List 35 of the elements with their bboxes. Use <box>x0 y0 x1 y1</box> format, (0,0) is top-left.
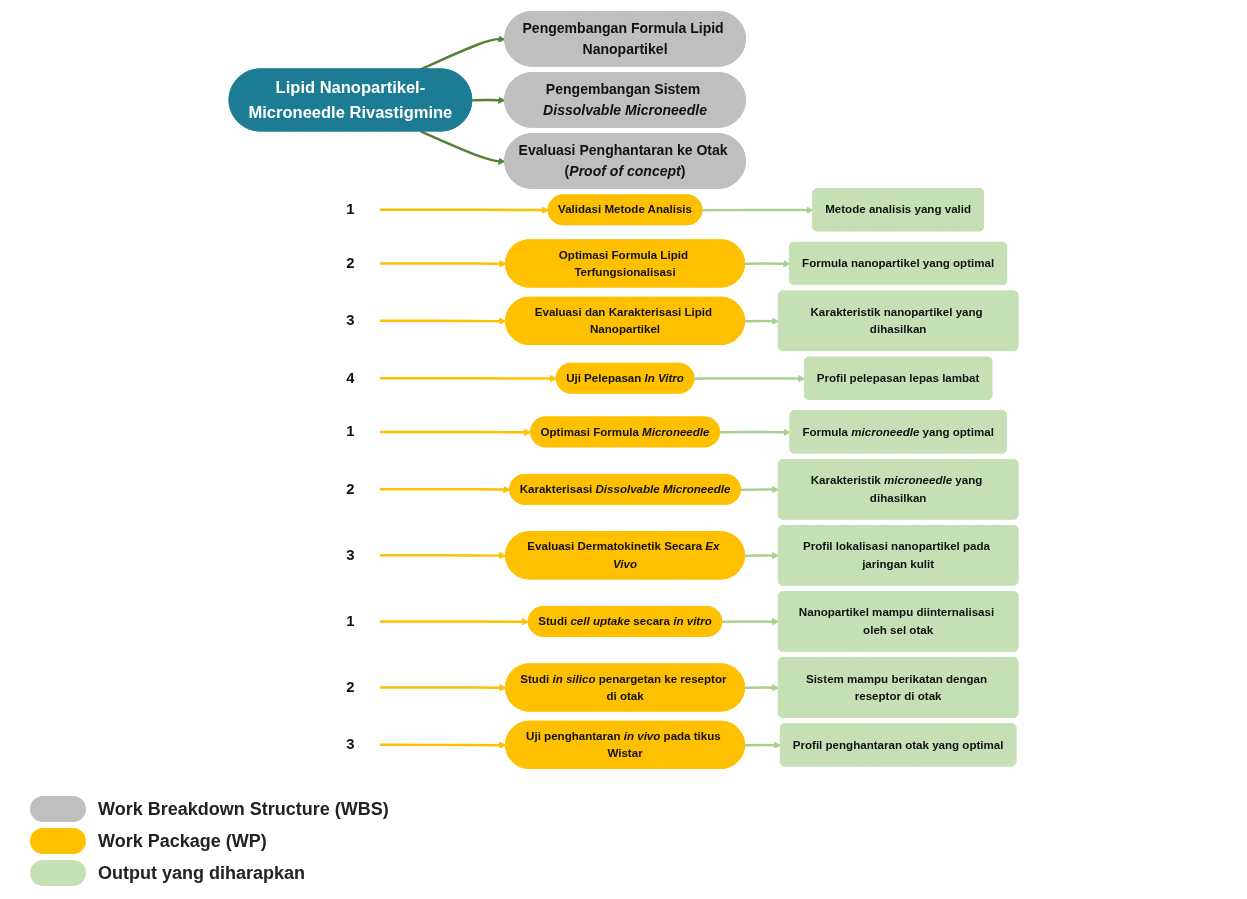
arrow <box>694 374 806 383</box>
arrow <box>420 130 506 165</box>
legend-label: Output yang diharapkan <box>98 862 306 884</box>
arrow <box>379 317 507 325</box>
legend-label: Work Package (WP) <box>98 830 267 852</box>
node-text: 4 <box>346 369 355 387</box>
arrow <box>379 428 532 436</box>
node-text: 2 <box>346 678 355 696</box>
arrow <box>379 485 511 494</box>
arrow <box>379 374 557 383</box>
node-text: 1 <box>346 423 355 440</box>
arrow <box>744 317 780 325</box>
node-text: 2 <box>346 480 355 498</box>
arrow <box>719 428 791 436</box>
arrow <box>379 618 530 626</box>
arrow <box>379 552 507 560</box>
arrow <box>740 485 780 494</box>
arrow <box>744 551 780 560</box>
arrow <box>379 741 507 749</box>
node-text: 3 <box>346 312 355 329</box>
node-text: 2 <box>346 254 355 272</box>
arrow <box>702 206 814 214</box>
arrow <box>472 96 506 104</box>
arrow <box>722 618 780 626</box>
arrow <box>379 260 507 268</box>
arrow <box>744 260 791 268</box>
arrow <box>379 684 507 692</box>
node-text: 1 <box>346 201 355 218</box>
arrow <box>744 684 780 692</box>
arrow <box>744 741 782 749</box>
node-text: 3 <box>346 546 355 564</box>
node-text: 3 <box>346 736 355 753</box>
legend-label: Work Breakdown Structure (WBS) <box>98 798 389 820</box>
node-text: 1 <box>346 612 355 630</box>
arrow <box>379 206 549 214</box>
